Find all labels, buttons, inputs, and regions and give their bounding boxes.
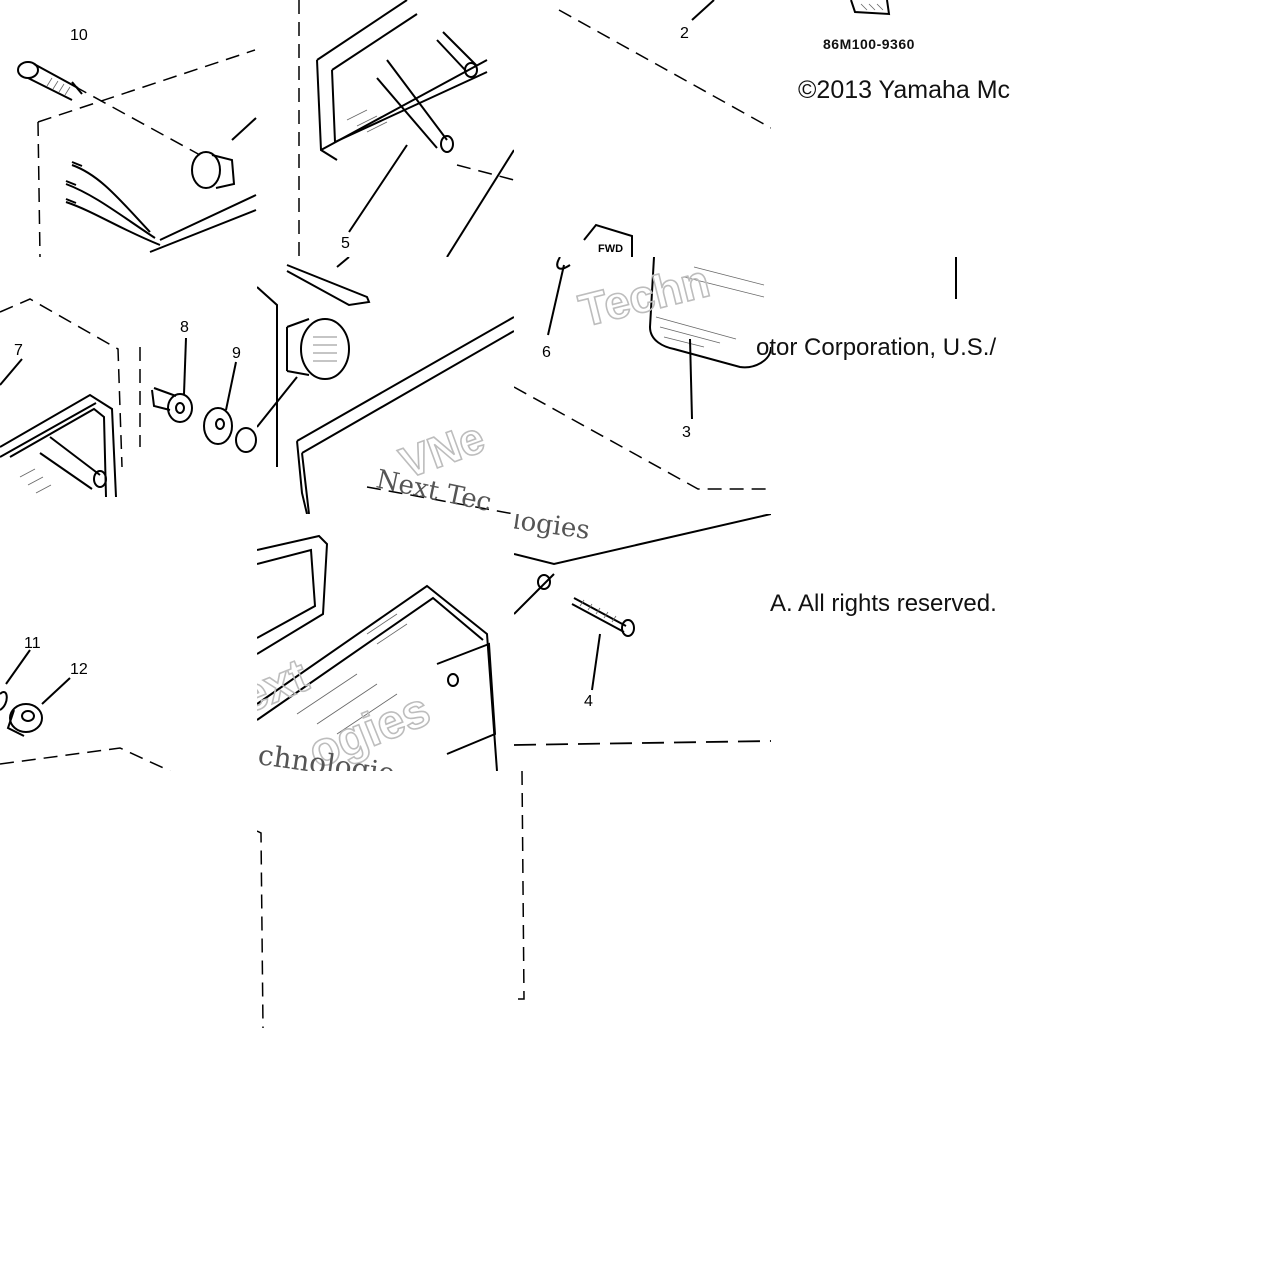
- nut-12: [6, 677, 71, 737]
- watermark-ologies: ologies: [514, 514, 592, 546]
- washer-9: [203, 361, 237, 445]
- tile-lens-7: 7: [0, 257, 257, 514]
- tile-lens-cover: ext ogies chnologie: [257, 514, 514, 771]
- fwd-arrow: FWD: [583, 223, 633, 257]
- callout-12: 12: [70, 661, 88, 678]
- housing-5: [316, 0, 488, 161]
- fwd-label: FWD: [598, 243, 623, 255]
- tile-part-6-lens-3: Techn 6 3: [514, 257, 771, 514]
- callout-7: 7: [14, 342, 23, 359]
- callout-3: 3: [682, 424, 691, 441]
- tile-housing-5: 5: [257, 0, 514, 257]
- copyright-line-3: A. All rights reserved.: [770, 590, 997, 617]
- grommet: [191, 117, 257, 189]
- tile-screw-4: ologies 4: [514, 514, 771, 771]
- bulb: [286, 318, 350, 380]
- copyright-line-2: otor Corporation, U.S./: [756, 334, 997, 361]
- callout-6: 6: [542, 344, 551, 361]
- callout-4: 4: [584, 693, 593, 710]
- callout-9: 9: [232, 345, 241, 362]
- gasket: [296, 316, 514, 514]
- tile-parts-11-12: 11 12: [0, 514, 257, 771]
- callout-8: 8: [180, 319, 189, 336]
- tile-frame-left: [257, 830, 264, 1028]
- callout-2: 2: [680, 25, 689, 42]
- callout-5: 5: [341, 235, 350, 252]
- lens-3: [648, 257, 771, 369]
- part-number-label: 86M100-9360: [823, 36, 915, 52]
- tile-spacer-washer-bulb: Next Tec VNe: [257, 257, 514, 514]
- tile-copyright-2: [771, 257, 1028, 514]
- tile-frame-right: [516, 771, 525, 1000]
- callout-11: 11: [24, 635, 41, 652]
- tile-part-2: FWD 2: [514, 0, 771, 257]
- spacer-8: [151, 337, 193, 423]
- callout-10: 10: [70, 27, 88, 44]
- wiring-harness: [65, 161, 257, 253]
- screw-4: [571, 597, 635, 637]
- bolt-10: [17, 61, 83, 101]
- lens-7: [0, 393, 117, 498]
- lens-cover: [257, 534, 498, 771]
- tile-bolt-wiring: 10: [0, 0, 257, 257]
- nut: [235, 427, 257, 453]
- watermark-techn: Techn: [574, 257, 715, 337]
- tile-part-number: [771, 0, 1028, 257]
- watermark-ext: ext: [257, 649, 315, 724]
- copyright-line-1: ©2013 Yamaha Mc: [798, 76, 1011, 104]
- tile-callouts-8-9: 8 9: [151, 319, 257, 453]
